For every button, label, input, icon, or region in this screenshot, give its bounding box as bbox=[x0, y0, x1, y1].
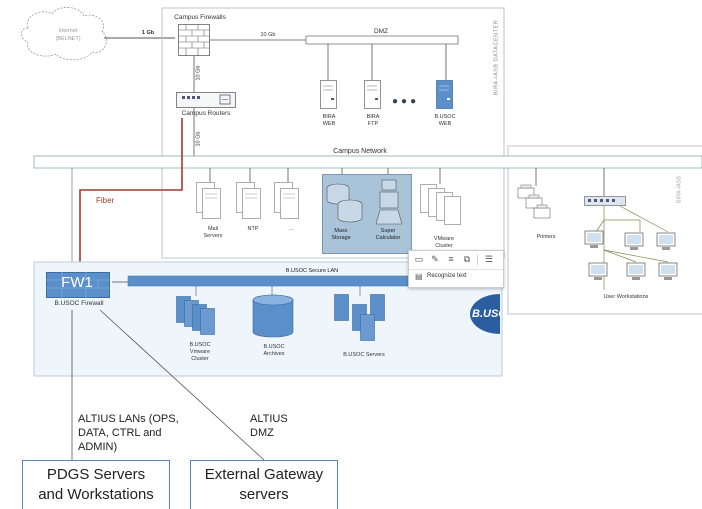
fw1-box bbox=[46, 272, 110, 298]
pdgs-line-2: and Workstations bbox=[38, 486, 154, 503]
mail-server-label-2: Servers bbox=[203, 233, 223, 239]
copy-icon[interactable]: ⧉ bbox=[463, 254, 471, 264]
fiber-label: Fiber bbox=[96, 196, 115, 205]
bira-side-label: BIRA-IASB bbox=[676, 175, 683, 204]
busoc-vmware-label-1: B.USOC bbox=[189, 342, 211, 348]
busoc-vmware-label-2: Vmware bbox=[189, 349, 211, 355]
busoc-web-server-icon bbox=[436, 80, 453, 109]
workstation-icon bbox=[658, 262, 678, 280]
printers-label: Printers bbox=[536, 234, 556, 240]
mass-storage-icon bbox=[326, 183, 363, 223]
brick-wall-icon bbox=[46, 272, 110, 298]
recognize-text-label: Recognize text bbox=[427, 273, 467, 279]
mail-server-icon bbox=[196, 182, 221, 219]
selection-toolbar: ▭ ✎ ≡ ⧉ ☰ ▤ Recognize text bbox=[408, 250, 504, 288]
other-server-icon bbox=[274, 182, 299, 219]
super-calculator-label-1: Super bbox=[380, 228, 396, 234]
altius-lans-label: ALTIUS LANs (OPS, DATA, CTRL and ADMIN) bbox=[78, 412, 179, 454]
internet-label: Internet bbox=[58, 28, 78, 34]
datacenter-label: BIRA-IASB DATACENTER bbox=[493, 19, 500, 96]
mass-storage-label-1: Mass bbox=[334, 228, 348, 234]
altius-dmz-label: ALTIUS DMZ bbox=[250, 412, 288, 440]
altius-dmz-line-1: ALTIUS bbox=[250, 413, 288, 425]
pen-icon[interactable]: ✎ bbox=[431, 254, 439, 264]
busoc-logo: B.USOC bbox=[470, 294, 500, 334]
ntp-server-label: NTP bbox=[247, 226, 259, 232]
internet-cloud bbox=[20, 7, 107, 61]
campus-network-bar bbox=[33, 155, 702, 169]
ntp-server-icon bbox=[236, 182, 261, 219]
firewall-icon bbox=[178, 24, 210, 56]
dmz-server-3-role: WEB bbox=[438, 121, 452, 127]
altius-lans-line-3: ADMIN) bbox=[78, 441, 118, 453]
super-calculator-icon bbox=[375, 179, 403, 225]
busoc-logo-text: B.USOC bbox=[472, 308, 500, 320]
datacenter-outline bbox=[161, 7, 505, 259]
super-calculator-label-2: Calculator bbox=[375, 235, 401, 241]
external-gateway-box: External Gateway servers bbox=[190, 460, 338, 509]
mass-storage-label-2: Storage bbox=[331, 235, 351, 241]
vmware-cluster-label-2: Cluster bbox=[435, 243, 453, 249]
router-icon bbox=[176, 92, 236, 108]
workstation-icon bbox=[656, 232, 676, 250]
bira-side-outline bbox=[507, 145, 702, 315]
dmz-server-1-name: BIRA bbox=[322, 114, 336, 120]
user-workstations-label: User Workstations bbox=[603, 294, 649, 300]
fw1-label: FW1 bbox=[61, 274, 93, 291]
toolbar-separator bbox=[409, 269, 503, 270]
document-icon: ▤ bbox=[415, 272, 423, 281]
external-gateway-line-2: servers bbox=[239, 486, 289, 503]
notes-icon[interactable]: ☰ bbox=[484, 254, 494, 264]
pdgs-box: PDGS Servers and Workstations bbox=[22, 460, 170, 509]
dmz-link-speed: 10 Gb bbox=[260, 32, 276, 38]
vmware-cluster-label-1: VMware bbox=[433, 236, 455, 242]
highlight-icon[interactable]: ≡ bbox=[448, 254, 454, 264]
other-server-label: ... bbox=[288, 226, 294, 232]
dmz-server-2-role: FTP bbox=[367, 121, 379, 127]
workstation-icon bbox=[624, 232, 644, 250]
campus-routers-label: Campus Routers bbox=[181, 110, 231, 117]
external-gateway-line-1: External Gateway bbox=[204, 466, 324, 483]
altius-lans-line-2: DATA, CTRL and bbox=[78, 427, 162, 439]
workstation-icon bbox=[626, 262, 646, 280]
printers-icon bbox=[517, 184, 551, 219]
busoc-firewall-label: B.USOC Firewall bbox=[54, 300, 104, 307]
dmz-server-2-name: BIRA bbox=[366, 114, 380, 120]
busoc-archives-icon bbox=[252, 294, 294, 338]
dmz-server-3-name: B.USOC bbox=[434, 114, 456, 120]
comment-icon[interactable]: ▭ bbox=[414, 254, 424, 264]
internet-sublabel: (BELNET) bbox=[55, 36, 81, 42]
busoc-vmware-cluster-icon bbox=[176, 296, 215, 335]
recognize-text-button[interactable]: ▤ Recognize text bbox=[413, 272, 501, 284]
busoc-servers-icon bbox=[334, 294, 385, 341]
busoc-lan-label: B.USOC Secure LAN bbox=[285, 268, 339, 274]
ellipsis-icon: ●●● bbox=[392, 96, 420, 107]
vmware-cluster-icon bbox=[420, 184, 461, 225]
campus-network-label: Campus Network bbox=[333, 148, 387, 155]
internet-link-speed: 1 Gb bbox=[141, 30, 155, 36]
campus-firewalls-label: Campus Firewalls bbox=[174, 14, 226, 21]
router-campus-speed: 10 Gb bbox=[195, 131, 202, 147]
bira-web-server-icon bbox=[320, 80, 337, 109]
busoc-archives-label-2: Archives bbox=[263, 351, 285, 357]
dmz-bar bbox=[305, 35, 459, 45]
switch-icon bbox=[584, 196, 626, 206]
busoc-vmware-label-3: Cluster bbox=[191, 356, 209, 362]
dmz-server-1-role: WEB bbox=[322, 121, 336, 127]
mail-server-label-1: Mail bbox=[207, 226, 219, 232]
altius-dmz-line-2: DMZ bbox=[250, 427, 274, 439]
bira-ftp-server-icon bbox=[364, 80, 381, 109]
toolbar-divider bbox=[477, 255, 478, 265]
altius-lans-line-1: ALTIUS LANs (OPS, bbox=[78, 413, 179, 425]
busoc-archives-label-1: B.USOC bbox=[263, 344, 285, 350]
busoc-servers-label: B.USOC Servers bbox=[343, 352, 385, 358]
firewall-router-speed: 10 Gb bbox=[195, 65, 202, 81]
workstation-icon bbox=[588, 262, 608, 280]
dmz-label: DMZ bbox=[373, 28, 389, 35]
workstation-icon bbox=[584, 230, 604, 248]
pdgs-line-1: PDGS Servers bbox=[46, 466, 146, 483]
fiber-line bbox=[79, 118, 183, 272]
